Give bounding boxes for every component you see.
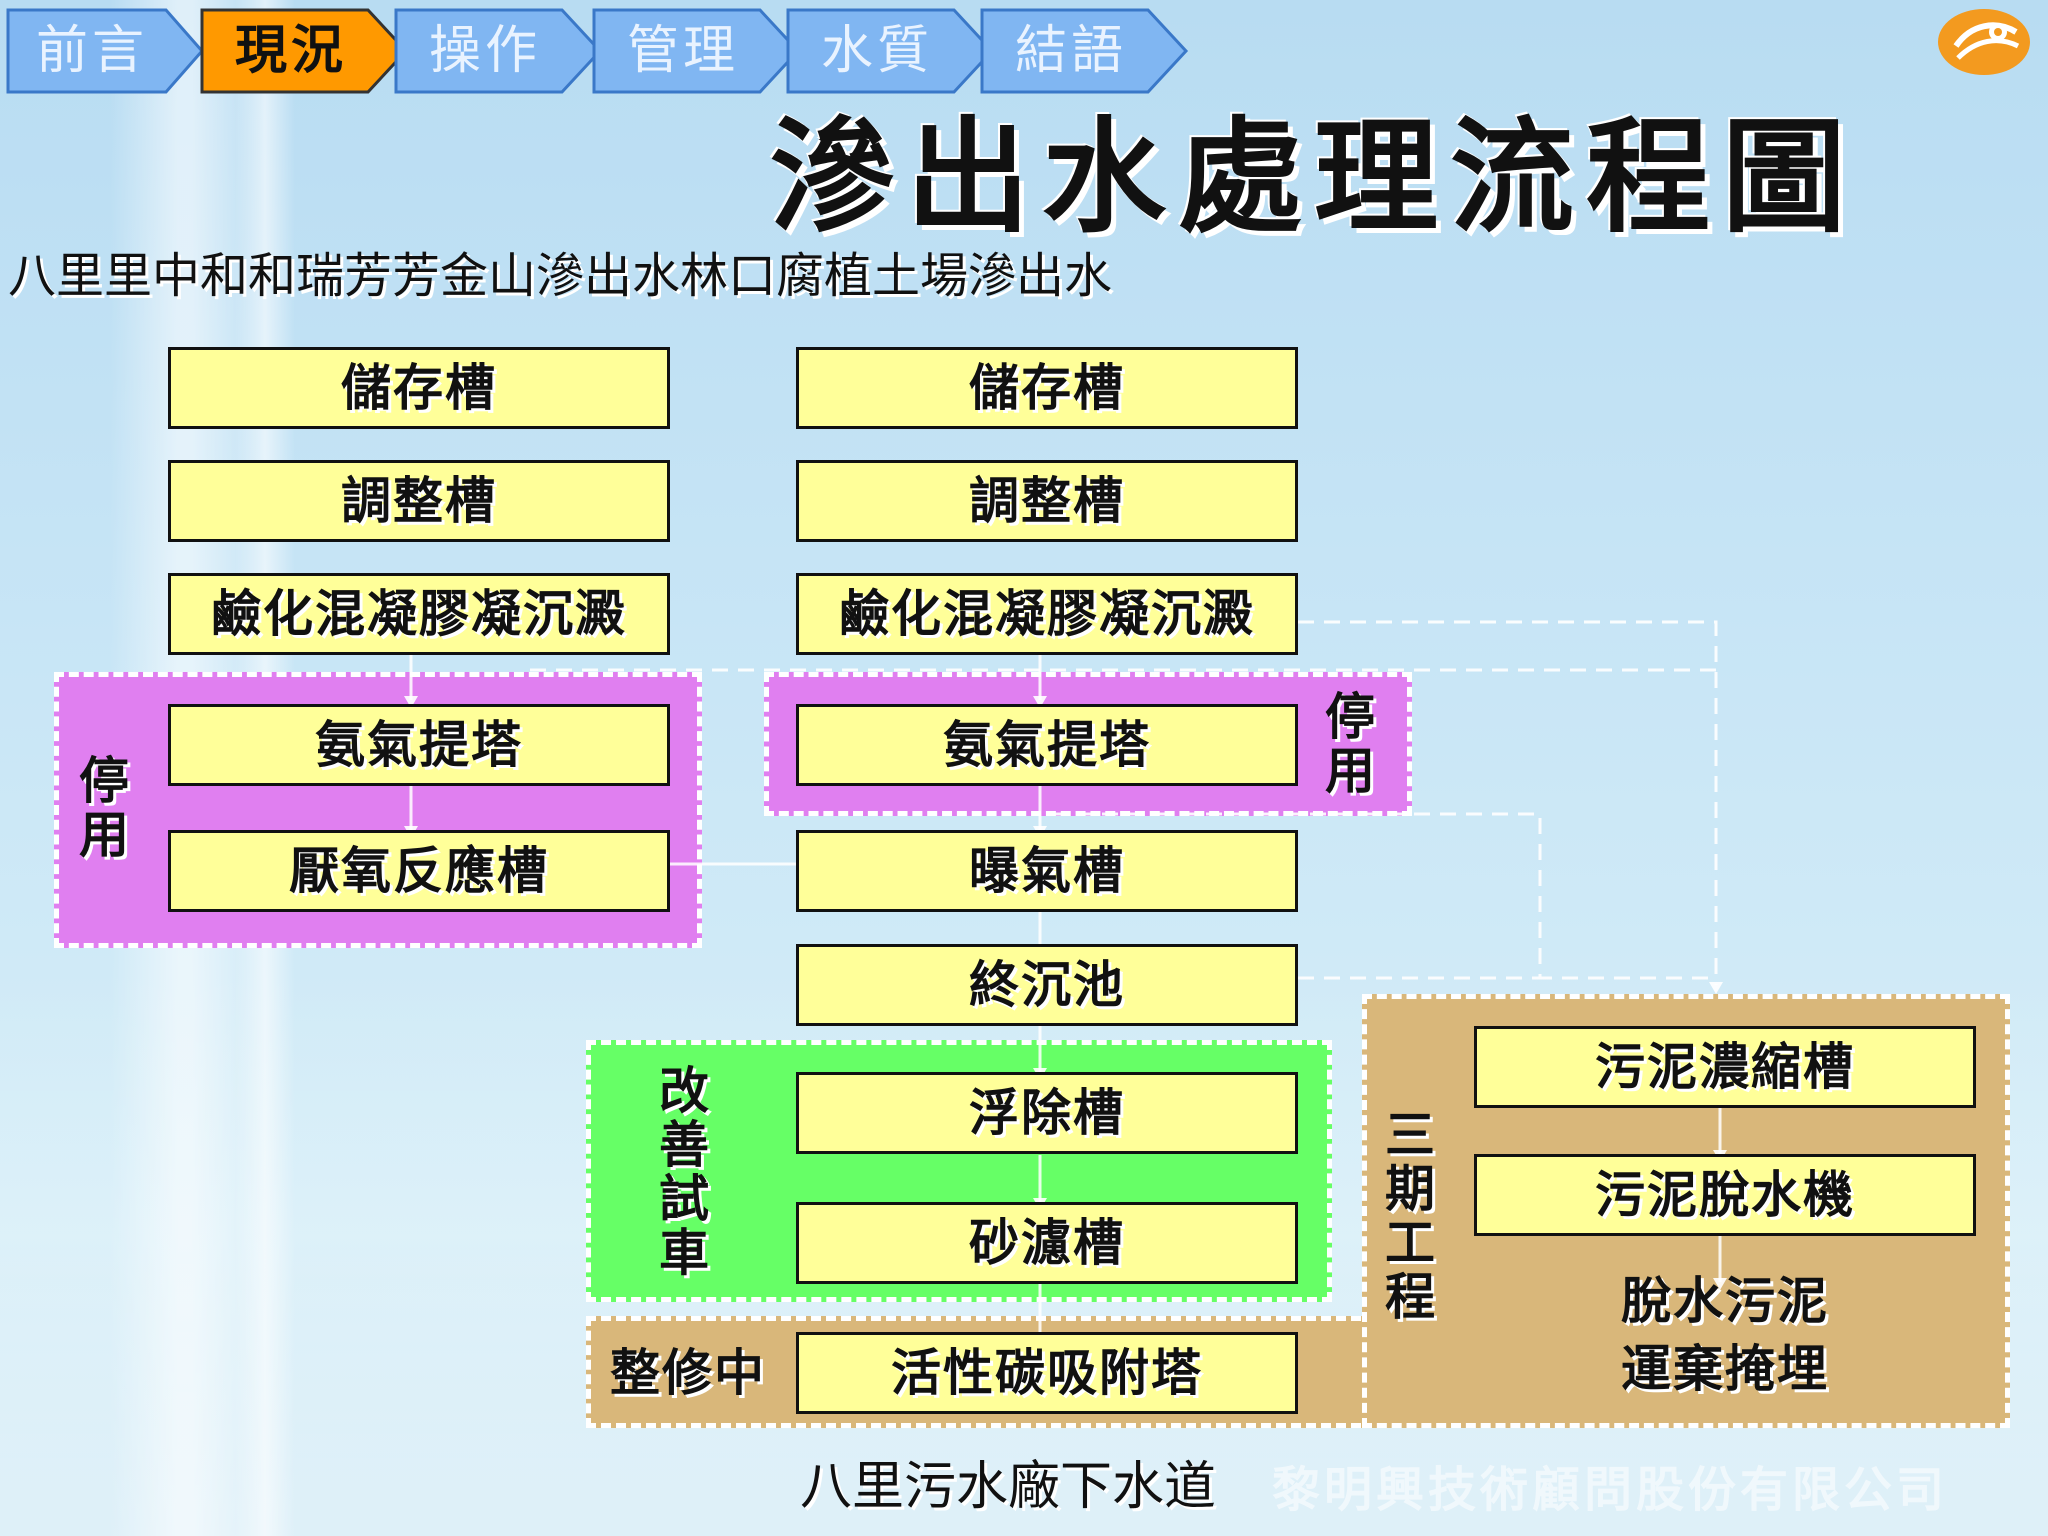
vertical-char: 用 <box>1325 742 1375 800</box>
tab-arrow-shape <box>592 8 801 94</box>
vertical-char: 善 <box>659 1116 709 1174</box>
right-equalization-tank: 調整槽 <box>796 460 1298 542</box>
vertical-char: 工 <box>1385 1214 1435 1272</box>
vertical-char: 期 <box>1385 1160 1435 1218</box>
improvement-trial-label: 改善試車 <box>654 1064 714 1280</box>
right-ammonia-stripping-tower: 氨氣提塔 <box>796 704 1298 786</box>
tab-label: 水質 <box>820 21 933 81</box>
left-storage-tank: 儲存槽 <box>168 347 670 429</box>
vertical-char: 試 <box>659 1170 709 1228</box>
tab-label: 現況 <box>234 21 347 81</box>
right-disabled-label: 停用 <box>1320 690 1380 798</box>
tab-arrow-shape <box>6 8 204 94</box>
vertical-char: 改 <box>659 1062 709 1120</box>
tab-arrow-shape <box>200 8 409 94</box>
repair-label: 整修中 <box>610 1344 766 1402</box>
tab-operation[interactable]: 操作 <box>394 8 604 94</box>
tab-arrow-shape <box>786 8 995 94</box>
phase3-label: 三期工程 <box>1380 1108 1440 1324</box>
vertical-char: 停 <box>1325 688 1375 746</box>
aeration-tank: 曝氣槽 <box>796 830 1298 912</box>
sludge-thickener: 污泥濃縮槽 <box>1474 1026 1976 1108</box>
company-watermark: 黎明興技術顧問股份有限公司 <box>1272 1462 1949 1518</box>
vertical-char: 車 <box>659 1224 709 1282</box>
activated-carbon-tower: 活性碳吸附塔 <box>796 1332 1298 1414</box>
tab-label: 操作 <box>428 21 541 81</box>
tab-label: 前言 <box>35 21 148 81</box>
tab-current-status[interactable]: 現況 <box>200 8 410 94</box>
left-coagulation-tank: 鹼化混凝膠凝沉澱 <box>168 573 670 655</box>
right-coagulation-tank: 鹼化混凝膠凝沉澱 <box>796 573 1298 655</box>
source-subtitle: 八里里中和和瑞芳芳金山滲出水林口腐植土場滲出水 <box>8 248 1113 304</box>
landfill-disposal-label: 運棄掩埋 <box>1621 1340 1829 1398</box>
tab-water-quality[interactable]: 水質 <box>786 8 996 94</box>
company-logo-icon <box>1936 6 2032 78</box>
vertical-char: 用 <box>79 806 129 864</box>
tab-management[interactable]: 管理 <box>592 8 802 94</box>
page-title: 滲出水處理流程圖 <box>770 105 1859 250</box>
left-equalization-tank: 調整槽 <box>168 460 670 542</box>
sewer-destination-label: 八里污水廠下水道 <box>800 1457 1217 1517</box>
right-storage-tank: 儲存槽 <box>796 347 1298 429</box>
left-anaerobic-reactor: 厭氧反應槽 <box>168 830 670 912</box>
tab-label: 結語 <box>1014 21 1127 81</box>
tab-arrow-shape <box>394 8 603 94</box>
sludge-dewatering-machine: 污泥脫水機 <box>1474 1154 1976 1236</box>
tab-label: 管理 <box>626 21 739 81</box>
final-clarifier: 終沉池 <box>796 944 1298 1026</box>
tab-intro[interactable]: 前言 <box>6 8 206 94</box>
flotation-tank: 浮除槽 <box>796 1072 1298 1154</box>
left-disabled-label: 停用 <box>74 754 134 862</box>
vertical-char: 程 <box>1385 1268 1435 1326</box>
sand-filter-tank: 砂濾槽 <box>796 1202 1298 1284</box>
tab-arrow-shape <box>980 8 1189 94</box>
dewatered-sludge-label: 脫水污泥 <box>1621 1272 1829 1330</box>
vertical-char: 停 <box>79 752 129 810</box>
left-ammonia-stripping-tower: 氨氣提塔 <box>168 704 670 786</box>
vertical-char: 三 <box>1385 1106 1435 1164</box>
tab-conclusion[interactable]: 結語 <box>980 8 1190 94</box>
